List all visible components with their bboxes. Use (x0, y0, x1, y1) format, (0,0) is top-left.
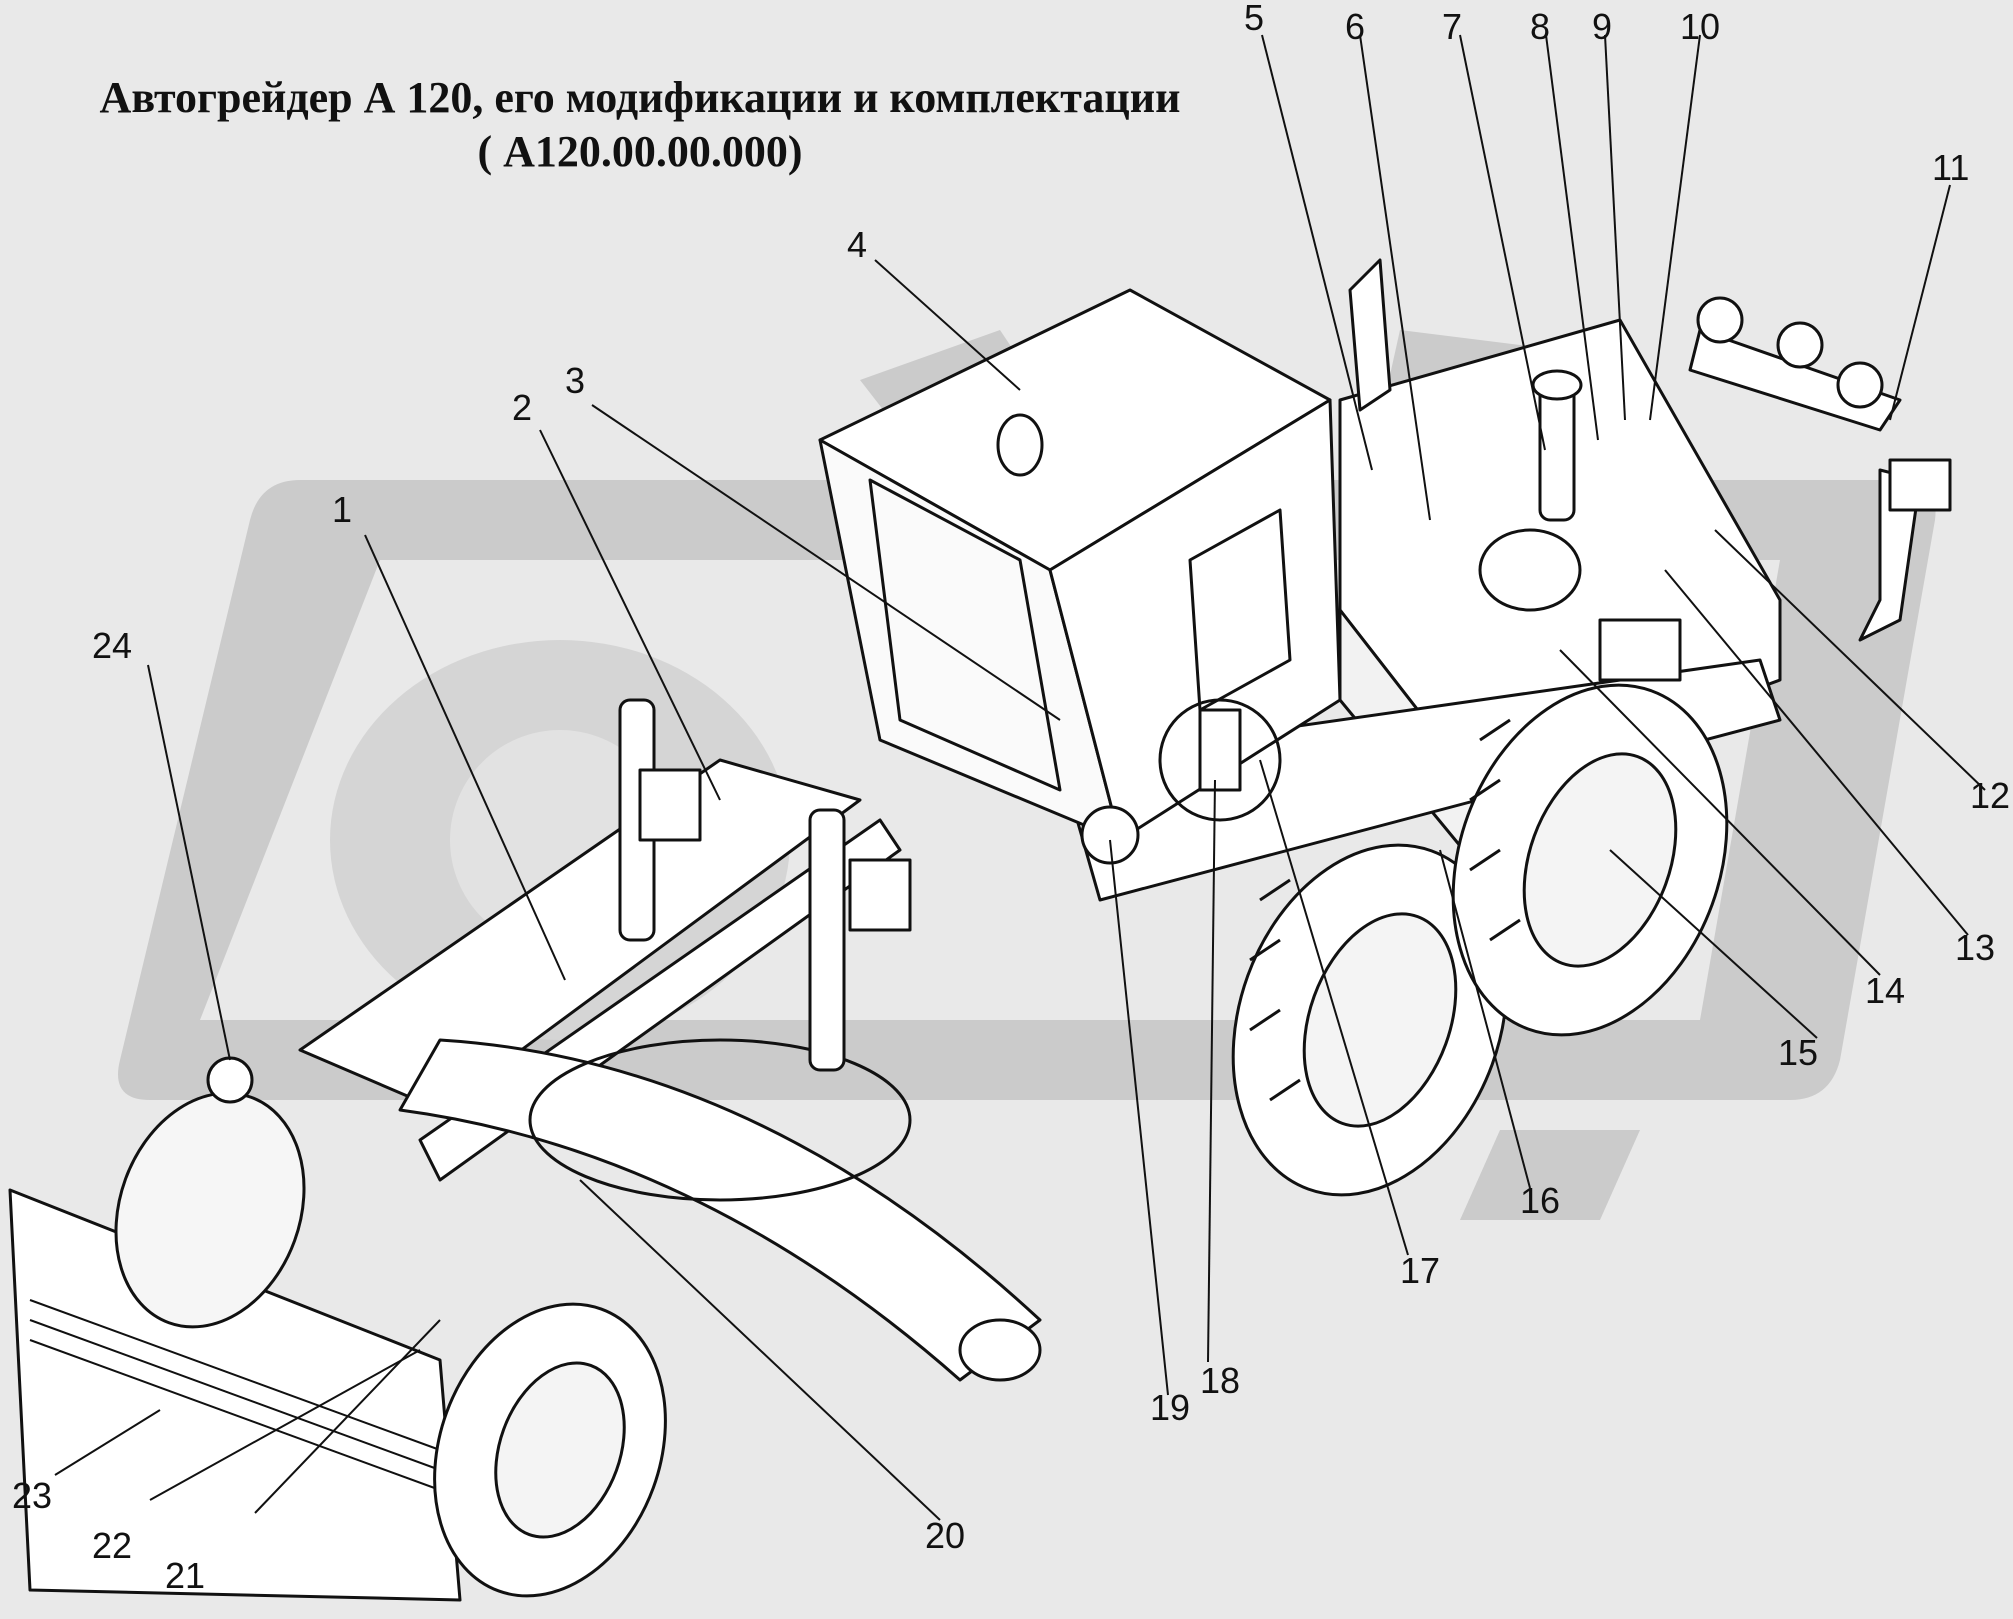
callout-17: 17 (1400, 1250, 1440, 1291)
callout-18: 18 (1200, 1360, 1240, 1401)
callout-22: 22 (92, 1525, 132, 1566)
callout-16: 16 (1520, 1180, 1560, 1221)
grader-drawing (8, 258, 1952, 1602)
callout-20: 20 (925, 1515, 965, 1556)
callout-21: 21 (165, 1555, 205, 1596)
wheel-icon (1231, 843, 1509, 1197)
leader-lines (54, 34, 1986, 1521)
callout-12: 12 (1970, 775, 2010, 816)
callout-10: 10 (1680, 6, 1720, 47)
callout-3: 3 (565, 360, 585, 401)
diagram-subtitle: ( А120.00.00.000) (477, 127, 803, 176)
callout-19: 19 (1150, 1387, 1190, 1428)
callout-13: 13 (1955, 927, 1995, 968)
callout-24: 24 (92, 625, 132, 666)
callout-8: 8 (1530, 6, 1550, 47)
callout-4: 4 (847, 224, 867, 265)
callout-11: 11 (1932, 147, 1969, 188)
callout-1: 1 (332, 489, 352, 530)
callout-6: 6 (1345, 6, 1365, 47)
callout-labels: 1 2 3 4 5 6 7 8 9 10 11 12 13 14 15 16 1… (12, 0, 2010, 1596)
ripper-icon (1688, 296, 1952, 642)
callout-2: 2 (512, 387, 532, 428)
callout-9: 9 (1592, 6, 1612, 47)
main-frame (298, 758, 862, 1112)
callout-23: 23 (12, 1475, 52, 1516)
callout-15: 15 (1778, 1032, 1818, 1073)
callout-5: 5 (1244, 0, 1264, 38)
diagram-title: Автогрейдер А 120, его модификации и ком… (99, 73, 1181, 122)
callout-14: 14 (1865, 970, 1905, 1011)
callout-7: 7 (1442, 6, 1462, 47)
